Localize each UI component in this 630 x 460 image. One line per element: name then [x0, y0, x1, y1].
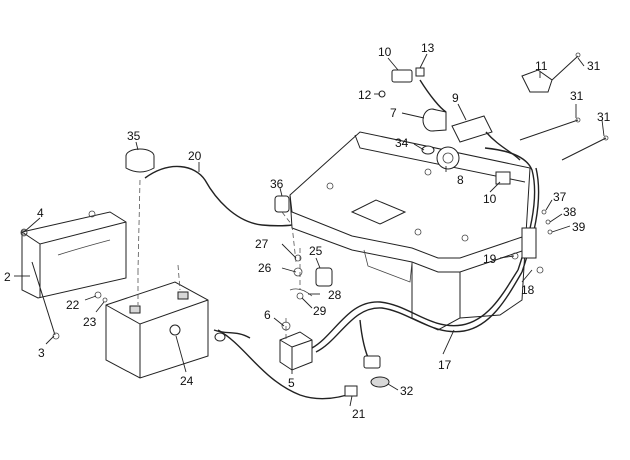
callout-19: 19	[483, 252, 497, 266]
callout-10-right: 10	[483, 192, 497, 206]
battery	[105, 264, 209, 379]
callout-34: 34	[395, 136, 409, 150]
fuse-group	[289, 248, 333, 300]
callout-4: 4	[37, 206, 44, 220]
callout-22: 22	[66, 298, 80, 312]
grommet-32	[370, 376, 390, 388]
callout-27: 27	[255, 237, 269, 251]
callout-20: 20	[188, 149, 202, 163]
callout-32: 32	[400, 384, 414, 398]
mounting-plate	[289, 131, 531, 331]
callout-26: 26	[258, 261, 272, 275]
callout-5: 5	[288, 376, 295, 390]
battery-cable-20	[125, 148, 297, 271]
leader-lines	[14, 53, 605, 407]
callout-38: 38	[563, 205, 577, 219]
wiring-harness	[311, 147, 540, 369]
callout-18: 18	[521, 283, 535, 297]
callout-36: 36	[270, 177, 284, 191]
callout-10-top: 10	[378, 45, 392, 59]
solenoid	[279, 318, 313, 371]
callout-31-middle: 31	[570, 89, 584, 103]
callout-35: 35	[127, 129, 141, 143]
callout-11: 11	[535, 59, 548, 73]
callout-37: 37	[553, 190, 567, 204]
rods-31	[519, 117, 609, 161]
callout-7: 7	[390, 106, 397, 120]
callout-17: 17	[438, 358, 452, 372]
right-components	[511, 209, 553, 274]
switch-11	[521, 52, 581, 93]
terminal-36	[274, 195, 293, 226]
hardware	[20, 229, 108, 340]
callout-24: 24	[180, 374, 194, 388]
callout-21: 21	[352, 407, 366, 421]
callout-39: 39	[572, 220, 586, 234]
callout-12: 12	[358, 88, 372, 102]
callout-2: 2	[4, 270, 11, 284]
callout-3: 3	[38, 346, 45, 360]
battery-cover	[20, 210, 127, 336]
callout-labels: 2 3 4 5 6 7 8 9 10 10 11 12 13 17 18 19 …	[4, 41, 611, 421]
callout-29: 29	[313, 304, 327, 318]
callout-6: 6	[264, 308, 271, 322]
callout-23: 23	[83, 315, 97, 329]
callout-25: 25	[309, 244, 323, 258]
callout-13: 13	[421, 41, 435, 55]
callout-8: 8	[457, 173, 464, 187]
callout-31-top: 31	[587, 59, 601, 73]
callout-28: 28	[328, 288, 342, 302]
callout-9: 9	[452, 91, 459, 105]
callout-31-right: 31	[597, 110, 611, 124]
cable-21	[213, 329, 358, 400]
